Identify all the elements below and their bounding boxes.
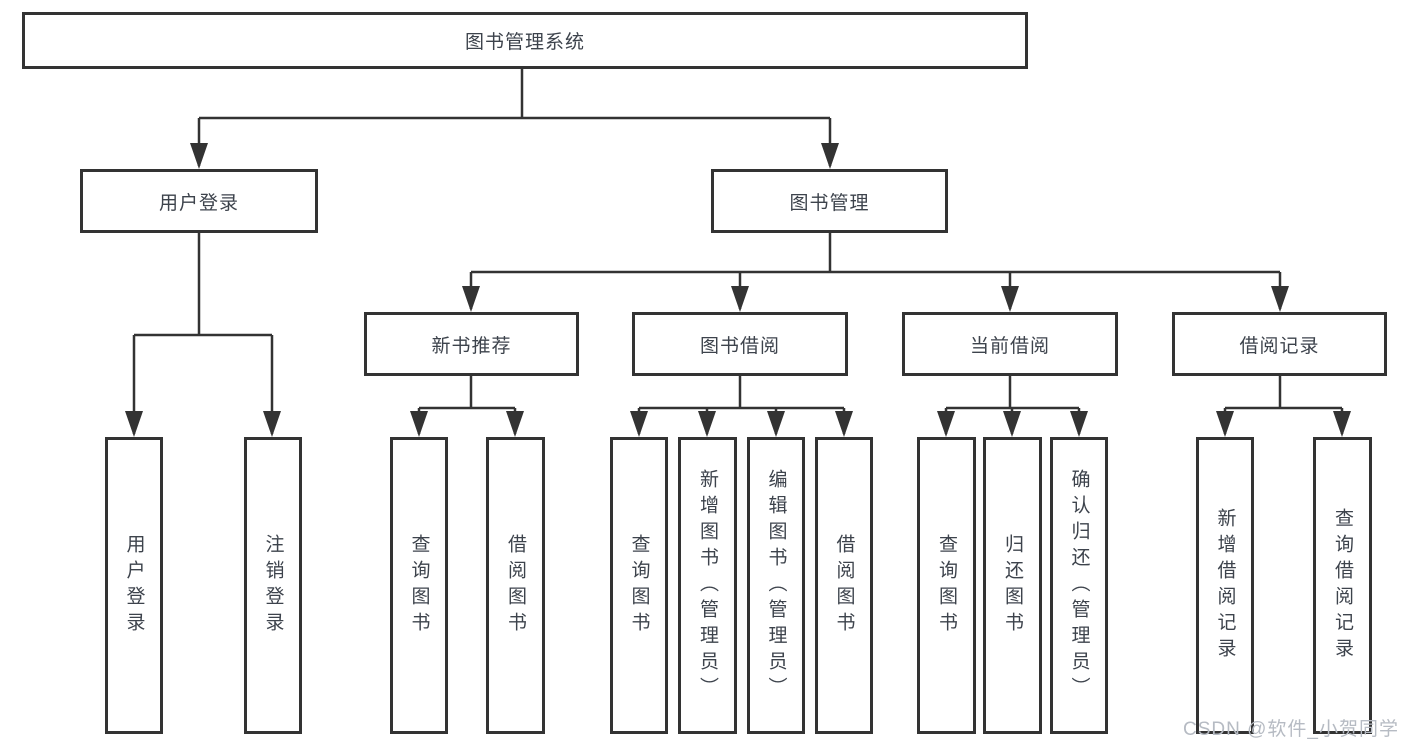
node-book-borrow-label: 图书借阅 [699, 335, 780, 357]
leaf-user-login: 用户登录 [105, 437, 163, 734]
node-new-book-recommend: 新书推荐 [364, 312, 579, 376]
node-new-book-recommend-label: 新书推荐 [431, 335, 512, 357]
node-book-management: 图书管理 [711, 169, 948, 233]
leaf-borrow-books-1: 借阅图书 [486, 437, 545, 734]
leaf-borrow-books-1-label: 借阅图书 [505, 533, 526, 638]
node-borrow-records: 借阅记录 [1172, 312, 1387, 376]
leaf-return-book: 归还图书 [983, 437, 1042, 734]
leaf-user-login-label: 用户登录 [123, 533, 145, 638]
leaf-add-book-admin: 新增图书（管理员） [678, 437, 737, 734]
arrowheads [125, 143, 1351, 437]
node-book-management-label: 图书管理 [789, 192, 870, 214]
leaf-query-books-3: 查询图书 [917, 437, 976, 734]
leaf-confirm-return-admin-label: 确认归还（管理员） [1068, 468, 1090, 703]
leaf-borrow-books-2-label: 借阅图书 [833, 533, 855, 638]
leaf-query-books-1: 查询图书 [390, 437, 448, 734]
tree-edges [132, 68, 1344, 434]
node-current-borrow-label: 当前借阅 [969, 335, 1050, 357]
leaf-query-borrow-record: 查询借阅记录 [1313, 437, 1372, 734]
leaf-edit-book-admin: 编辑图书（管理员） [747, 437, 805, 734]
leaf-query-books-1-label: 查询图书 [408, 533, 430, 638]
leaf-edit-book-admin-label: 编辑图书（管理员） [765, 468, 787, 703]
watermark-text: CSDN @软件_小贺同学 [1183, 719, 1399, 740]
leaf-query-borrow-record-label: 查询借阅记录 [1332, 507, 1353, 664]
leaf-add-borrow-record-label: 新增借阅记录 [1214, 507, 1236, 664]
node-library-system-label: 图书管理系统 [464, 32, 585, 53]
leaf-confirm-return-admin: 确认归还（管理员） [1050, 437, 1108, 734]
node-book-borrow: 图书借阅 [632, 312, 848, 376]
leaf-return-book-label: 归还图书 [1002, 533, 1023, 638]
node-current-borrow: 当前借阅 [902, 312, 1118, 376]
node-user-login: 用户登录 [80, 169, 318, 233]
leaf-logout: 注销登录 [244, 437, 302, 734]
leaf-query-books-2-label: 查询图书 [628, 533, 650, 638]
node-user-login-label: 用户登录 [158, 192, 239, 214]
node-borrow-records-label: 借阅记录 [1239, 335, 1320, 357]
leaf-query-books-2: 查询图书 [610, 437, 668, 734]
leaf-borrow-books-2: 借阅图书 [815, 437, 873, 734]
leaf-logout-label: 注销登录 [262, 533, 284, 638]
leaf-add-borrow-record: 新增借阅记录 [1196, 437, 1254, 734]
leaf-add-book-admin-label: 新增图书（管理员） [697, 468, 718, 703]
leaf-query-books-3-label: 查询图书 [936, 533, 957, 638]
node-library-system: 图书管理系统 [22, 12, 1028, 69]
